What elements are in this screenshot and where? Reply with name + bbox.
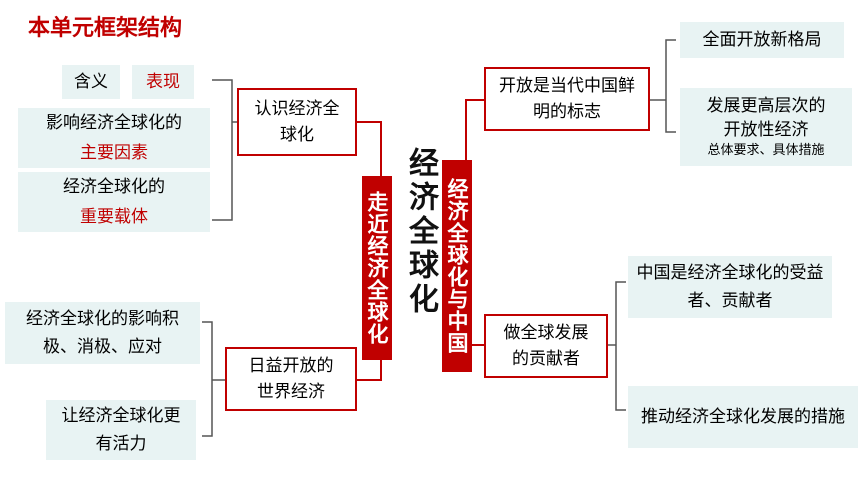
item-new-pattern-text: 全面开放新格局 [702, 30, 822, 50]
tag-meaning: 含义 [62, 65, 120, 99]
connector-rbar-node1 [465, 99, 484, 185]
tag-performance: 表现 [132, 65, 194, 99]
node-know-globalization-label: 认识经济全球化 [254, 99, 340, 145]
bar-approach-globalization-text: 走近经济全球化 [365, 191, 389, 345]
item-globalization-impact-text: 经济全球化的影响积极、消极、应对 [26, 309, 179, 357]
item-more-vitality: 让经济全球化更有活力 [46, 400, 196, 460]
bracket-right-upper [665, 39, 676, 133]
connector-node1-bar [357, 121, 382, 176]
item-important-carrier-line2: 重要载体 [80, 207, 148, 227]
bar-globalization-and-china-text: 经济全球化与中国 [445, 178, 469, 354]
page-title: 本单元框架结构 [28, 16, 183, 41]
item-important-carrier: 经济全球化的 重要载体 [18, 172, 210, 232]
bracket-left-upper [212, 79, 233, 221]
item-new-pattern: 全面开放新格局 [680, 22, 844, 58]
node-global-contributor: 做全球发展的贡献者 [484, 314, 608, 378]
connector-node2-bar [357, 360, 382, 381]
item-higher-level-economy-line1: 发展更高层次的 [706, 96, 826, 116]
item-more-vitality-text: 让经济全球化更有活力 [61, 406, 181, 454]
item-higher-level-economy-note: 总体要求、具体措施 [707, 143, 825, 158]
tag-meaning-text: 含义 [74, 72, 108, 92]
item-main-factors-line2: 主要因素 [80, 143, 148, 163]
item-globalization-impact: 经济全球化的影响积极、消极、应对 [5, 302, 200, 364]
node-know-globalization: 认识经济全球化 [237, 88, 357, 156]
center-title: 经济全球化 [400, 142, 440, 322]
node-openness-symbol: 开放是当代中国鲜明的标志 [484, 67, 650, 131]
bar-globalization-and-china: 经济全球化与中国 [442, 160, 472, 372]
item-higher-level-economy-line2: 开放性经济 [723, 120, 809, 140]
center-title-text: 经济全球化 [403, 147, 438, 317]
item-main-factors: 影响经济全球化的 主要因素 [18, 108, 210, 168]
tag-performance-text: 表现 [146, 72, 180, 92]
bar-approach-globalization: 走近经济全球化 [362, 176, 392, 360]
item-main-factors-line1: 影响经济全球化的 [46, 113, 182, 133]
bracket-right-lower [615, 281, 626, 411]
item-beneficiary-contributor-text: 中国是经济全球化的受益者、贡献者 [636, 263, 824, 311]
bracket-left-lower [202, 321, 213, 437]
node-open-world-economy: 日益开放的世界经济 [225, 347, 357, 411]
node-openness-symbol-label: 开放是当代中国鲜明的标志 [499, 76, 635, 122]
item-important-carrier-line1: 经济全球化的 [63, 177, 165, 197]
item-promotion-measures-text: 推动经济全球化发展的措施 [641, 407, 845, 427]
item-higher-level-economy: 发展更高层次的 开放性经济 总体要求、具体措施 [680, 88, 852, 166]
node-global-contributor-label: 做全球发展的贡献者 [503, 323, 589, 369]
item-promotion-measures: 推动经济全球化发展的措施 [628, 386, 858, 448]
item-beneficiary-contributor: 中国是经济全球化的受益者、贡献者 [628, 256, 832, 318]
node-open-world-economy-label: 日益开放的世界经济 [248, 356, 334, 402]
